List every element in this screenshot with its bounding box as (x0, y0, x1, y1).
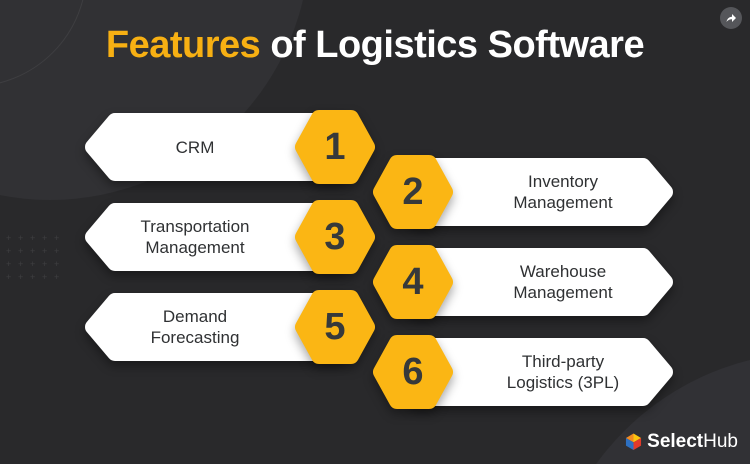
hexagon-badge (373, 245, 453, 319)
feature-row-5: Demand Forecasting 5 (85, 290, 375, 364)
banner-shape (85, 203, 345, 271)
feature-label: Transportation Management (95, 203, 295, 271)
feature-number: 1 (324, 125, 346, 168)
selecthub-cube-icon (626, 433, 642, 451)
hexagon-badge (295, 290, 375, 364)
decor-plus-grid (6, 233, 66, 282)
feature-label-line: Warehouse (519, 262, 607, 281)
hexagon-badge (373, 155, 453, 229)
feature-label-line: Forecasting (150, 328, 240, 347)
feature-number: 4 (402, 260, 424, 303)
share-button[interactable] (720, 7, 742, 29)
feature-label: Third-party Logistics (3PL) (463, 338, 663, 406)
feature-label: Demand Forecasting (95, 293, 295, 361)
hexagon-badge (295, 110, 375, 184)
feature-label-line: Management (513, 283, 613, 302)
feature-label-line: Logistics (3PL) (506, 373, 620, 392)
feature-label-line: Transportation (140, 217, 250, 236)
feature-row-3: Transportation Management 3 (85, 200, 375, 274)
banner-shape (85, 113, 345, 181)
feature-row-1: CRM 1 (85, 110, 375, 184)
brand-text-select: Select (647, 431, 704, 452)
hexagon-badge (373, 335, 453, 409)
feature-label: CRM (95, 113, 295, 181)
feature-label: Inventory Management (463, 158, 663, 226)
feature-row-6: Third-party Logistics (3PL) 6 (373, 335, 673, 409)
feature-row-4: Warehouse Management 4 (373, 245, 673, 319)
brand-logo: SelectHub (625, 431, 738, 453)
feature-number: 2 (402, 170, 424, 213)
feature-label-line: Demand (162, 307, 228, 326)
feature-label-line: Inventory (528, 172, 598, 191)
feature-label-line: Management (513, 193, 613, 212)
page-title: Features of Logistics Software (0, 24, 750, 67)
feature-row-2: Inventory Management 2 (373, 155, 673, 229)
feature-number: 5 (324, 305, 346, 348)
feature-label-line: Management (145, 238, 245, 257)
share-icon (726, 14, 736, 22)
banner-shape (85, 293, 345, 361)
brand-text-hub: Hub (703, 431, 738, 452)
feature-label-line: CRM (175, 137, 215, 157)
feature-number: 6 (402, 350, 424, 393)
feature-number: 3 (324, 215, 346, 258)
brand-name-bold: SelectHub (647, 431, 738, 453)
page-title-highlight: Features (105, 24, 261, 66)
page-title-rest: of Logistics Software (260, 24, 645, 66)
feature-label-line: Third-party (521, 352, 605, 371)
feature-label: Warehouse Management (463, 248, 663, 316)
hexagon-badge (295, 200, 375, 274)
